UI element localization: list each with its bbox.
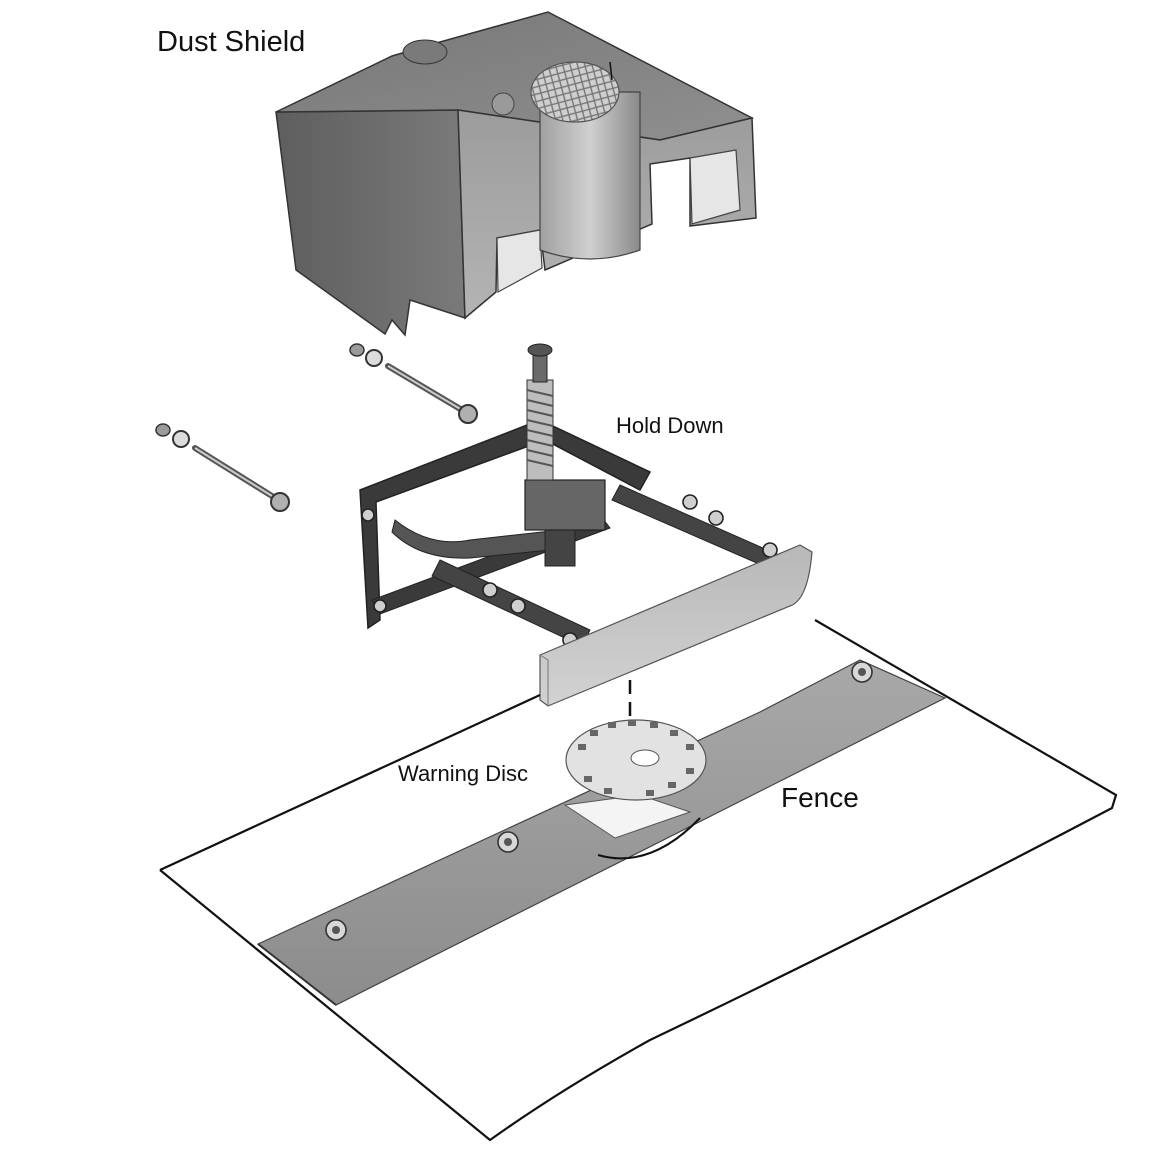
- nut-icon: [349, 343, 365, 357]
- screw-icon: [762, 542, 778, 558]
- screw-icon: [510, 598, 526, 614]
- spring-icon: [526, 343, 554, 481]
- dust-shield: [275, 11, 757, 337]
- washer-icon: [172, 430, 190, 448]
- screw-icon: [373, 599, 387, 613]
- label-fence: Fence: [781, 782, 859, 813]
- dust-shield-post: [491, 92, 515, 116]
- bolt-head-icon: [270, 492, 290, 512]
- warning-disc-marks: [578, 720, 694, 796]
- nut-icon: [155, 423, 171, 437]
- dust-shield-side-panel: [275, 109, 466, 337]
- fence: [256, 659, 947, 1006]
- fence-strip: [256, 659, 947, 1006]
- washer-icon: [365, 349, 383, 367]
- hold-down-assembly: [359, 343, 813, 707]
- label-hold-down: Hold Down: [616, 413, 724, 438]
- spring-housing: [524, 479, 606, 531]
- dust-shield-notch-left: [496, 229, 543, 294]
- mounting-bolt-upper: [349, 343, 478, 424]
- bolt-head-icon: [458, 404, 478, 424]
- dust-port-cylinder: [539, 91, 641, 260]
- warning-disc: [565, 719, 707, 801]
- screw-icon: [682, 494, 698, 510]
- screw-icon: [361, 508, 375, 522]
- dust-port-mesh: [530, 61, 620, 123]
- label-dust-shield: Dust Shield: [157, 26, 306, 58]
- screw-icon: [708, 510, 724, 526]
- rail-screws: [361, 494, 778, 648]
- dust-shield-notch-right: [689, 149, 741, 225]
- label-warning-disc: Warning Disc: [398, 761, 528, 786]
- fence-knob: [325, 919, 347, 941]
- dust-shield-knob: [402, 39, 448, 65]
- fence-knob: [851, 661, 873, 683]
- table-outline: [159, 619, 1118, 1142]
- warning-disc-hole: [630, 749, 660, 767]
- hold-down-bar: [539, 544, 813, 707]
- mounting-bolt-lower: [155, 423, 290, 512]
- screw-icon: [482, 582, 498, 598]
- fence-knob: [497, 831, 519, 853]
